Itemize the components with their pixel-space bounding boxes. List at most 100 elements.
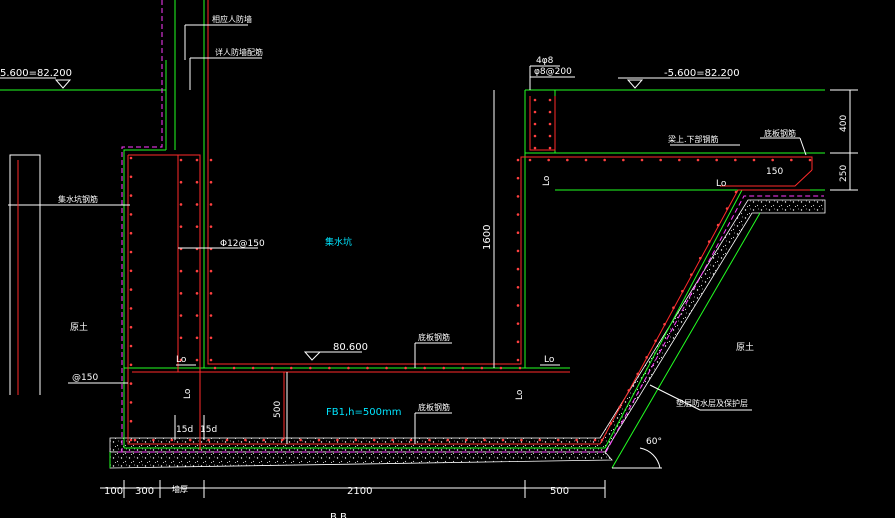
rebar-dot (516, 176, 520, 180)
label-pit: 集水坑 (325, 236, 352, 248)
rebar-dot (129, 344, 133, 348)
rebar-dot (336, 438, 339, 442)
rebar-dot (538, 438, 542, 442)
rebar-dot (603, 158, 606, 162)
rebar-dot (808, 158, 812, 162)
rebar-dot (129, 363, 133, 367)
rebar-dot (533, 134, 537, 138)
rebar-dot (179, 292, 183, 295)
rebar-dot (566, 158, 569, 162)
rebar-dot (725, 207, 729, 210)
rebar-dot (516, 213, 520, 216)
rebar-dot (195, 336, 199, 340)
structure-outline (0, 0, 825, 469)
rebar-dot (129, 194, 133, 197)
rebar-dot (209, 314, 213, 317)
rebar-dot (195, 180, 199, 184)
rebar-dot (752, 158, 756, 162)
label-15d-2: 15d (200, 425, 217, 435)
label-lo-4: Lo (515, 389, 525, 400)
label-wall-thickness: 墙厚 (172, 484, 188, 494)
rebar-dots (129, 98, 812, 442)
label-rebar-4phi: 4φ8 (536, 56, 554, 66)
waterproof-layer (118, 0, 824, 453)
label-lo-2: Lo (544, 355, 555, 365)
rebar-dot (129, 325, 133, 329)
rebar-dot (195, 269, 199, 273)
rebar-dot (528, 158, 532, 162)
rebar-dot (734, 190, 738, 194)
rebar-dot (428, 438, 431, 442)
rebar-dot (129, 307, 133, 310)
rebar-dot (299, 438, 302, 442)
rebar-dot (129, 213, 133, 216)
rebar-dot (659, 158, 662, 162)
rebar-dot (179, 358, 183, 362)
rebar-dot (195, 292, 199, 295)
label-elev-left: 5.600=82.200 (0, 68, 72, 79)
label-lo-3: Lo (183, 388, 193, 399)
rebar-dot (501, 438, 505, 442)
label-1600: 1600 (482, 225, 493, 250)
rebar-dot (548, 134, 552, 138)
rebar-dot (209, 269, 213, 273)
rebar-dot (195, 203, 199, 206)
rebar-dot (179, 158, 183, 162)
label-lo-6: Lo (716, 179, 727, 189)
rebar-dot (547, 158, 550, 162)
rebar-dot (129, 269, 133, 273)
rebar-dot (696, 158, 700, 162)
rebar-dot (548, 110, 552, 114)
rebar-dot (213, 366, 217, 370)
rebar-dot (640, 158, 644, 162)
rebar-dot (372, 438, 376, 442)
rebar-dot (442, 366, 446, 370)
rebar-dot (209, 292, 213, 295)
label-15d-1: 15d (176, 425, 193, 435)
rebar-dot (520, 438, 523, 442)
rebar-dot (188, 438, 192, 442)
rebar-dot (707, 240, 711, 243)
label-lo-1: Lo (176, 355, 187, 365)
label-500v: 500 (273, 401, 283, 418)
rebar-dot (548, 146, 552, 150)
rebar-dot (179, 269, 183, 273)
label-2100: 2100 (347, 486, 372, 497)
rebar-dot (385, 366, 388, 370)
rebar-dot (654, 339, 657, 343)
rebar-dot (423, 366, 426, 370)
rebar-dot (209, 358, 213, 362)
rebar-dot (609, 422, 613, 425)
rebar-dot (575, 438, 578, 442)
rebar-dot (262, 438, 266, 442)
rebar-dot (480, 366, 484, 370)
rebar-dot (533, 146, 537, 150)
label-250: 250 (839, 165, 849, 182)
rebar-dot (734, 158, 737, 162)
label-bottom-bar-note-1: 底板钢筋 (418, 332, 450, 342)
rebar-dot (195, 358, 199, 362)
label-rebar-phi8: φ8@200 (534, 67, 572, 77)
rebar-dot (129, 438, 133, 442)
rebar-dot (516, 304, 520, 307)
rebar-dot (533, 122, 537, 126)
rebar-dot (209, 336, 213, 340)
rebar-dot (152, 438, 155, 442)
rebar-dot (404, 366, 407, 370)
label-400: 400 (839, 115, 849, 132)
rebar-dot (195, 158, 199, 162)
rebar-dot (251, 366, 255, 370)
rebar-dot (678, 158, 681, 162)
rebar-dot (309, 366, 312, 370)
label-left-150: @150 (72, 373, 98, 383)
rebar-dot (516, 249, 520, 253)
rebar-dot (129, 156, 133, 160)
rebar-dot (179, 225, 183, 228)
rebar-dot (317, 438, 321, 442)
label-lo-5: Lo (542, 175, 552, 186)
rebar-dot (516, 322, 520, 325)
rebar-dot (129, 288, 133, 291)
rebar-dot (347, 366, 350, 370)
rebar-dot (133, 438, 137, 442)
